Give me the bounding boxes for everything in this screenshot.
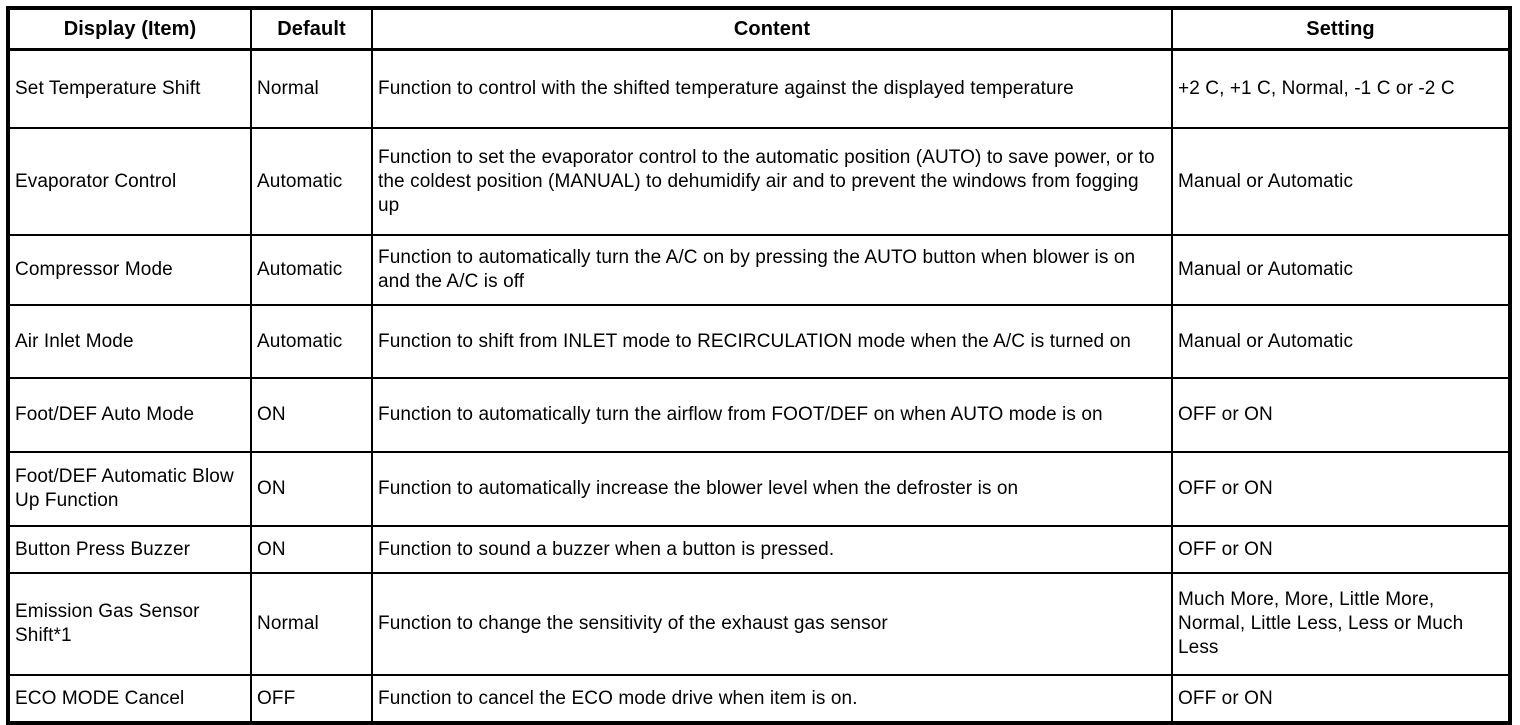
cell-setting: OFF or ON [1171, 377, 1511, 453]
cell-content: Function to control with the shifted tem… [371, 48, 1173, 129]
cell-setting: Much More, More, Little More, Normal, Li… [1171, 572, 1511, 676]
cell-display-item: Evaporator Control [7, 127, 252, 236]
cell-default: ON [250, 525, 373, 574]
cell-default: Automatic [250, 304, 373, 379]
column-header-content: Content [371, 7, 1173, 51]
settings-table: Display (Item) Default Content Setting S… [6, 6, 1512, 725]
cell-default: Automatic [250, 127, 373, 236]
cell-display-item: Foot/DEF Automatic Blow Up Function [7, 451, 252, 527]
cell-setting: OFF or ON [1171, 525, 1511, 574]
cell-display-item: Foot/DEF Auto Mode [7, 377, 252, 453]
cell-default: OFF [250, 674, 373, 724]
table-row: Air Inlet Mode Automatic Function to shi… [7, 304, 1511, 379]
cell-display-item: Set Temperature Shift [7, 48, 252, 129]
table-header-row: Display (Item) Default Content Setting [7, 7, 1511, 51]
table-row: Foot/DEF Automatic Blow Up Function ON F… [7, 451, 1511, 527]
cell-content: Function to set the evaporator control t… [371, 127, 1173, 236]
table-row: Emission Gas Sensor Shift*1 Normal Funct… [7, 572, 1511, 676]
cell-content: Function to cancel the ECO mode drive wh… [371, 674, 1173, 724]
column-header-setting: Setting [1171, 7, 1511, 51]
cell-display-item: Emission Gas Sensor Shift*1 [7, 572, 252, 676]
cell-display-item: Compressor Mode [7, 234, 252, 306]
table-row: Set Temperature Shift Normal Function to… [7, 48, 1511, 129]
cell-setting: OFF or ON [1171, 451, 1511, 527]
cell-default: Normal [250, 48, 373, 129]
table-body: Set Temperature Shift Normal Function to… [7, 48, 1511, 724]
cell-setting: OFF or ON [1171, 674, 1511, 724]
cell-content: Function to change the sensitivity of th… [371, 572, 1173, 676]
cell-setting: Manual or Automatic [1171, 127, 1511, 236]
table-row: ECO MODE Cancel OFF Function to cancel t… [7, 674, 1511, 724]
cell-content: Function to shift from INLET mode to REC… [371, 304, 1173, 379]
column-header-display-item: Display (Item) [7, 7, 252, 51]
cell-default: ON [250, 451, 373, 527]
manual-page: Display (Item) Default Content Setting S… [6, 6, 1512, 725]
table-row: Evaporator Control Automatic Function to… [7, 127, 1511, 236]
table-row: Compressor Mode Automatic Function to au… [7, 234, 1511, 306]
cell-content: Function to automatically turn the airfl… [371, 377, 1173, 453]
cell-display-item: ECO MODE Cancel [7, 674, 252, 724]
cell-default: Automatic [250, 234, 373, 306]
table-row: Button Press Buzzer ON Function to sound… [7, 525, 1511, 574]
cell-content: Function to sound a buzzer when a button… [371, 525, 1173, 574]
cell-content: Function to automatically increase the b… [371, 451, 1173, 527]
cell-default: Normal [250, 572, 373, 676]
cell-display-item: Button Press Buzzer [7, 525, 252, 574]
cell-setting: +2 C, +1 C, Normal, -1 C or -2 C [1171, 48, 1511, 129]
column-header-default: Default [250, 7, 373, 51]
table-row: Foot/DEF Auto Mode ON Function to automa… [7, 377, 1511, 453]
cell-default: ON [250, 377, 373, 453]
cell-setting: Manual or Automatic [1171, 304, 1511, 379]
cell-setting: Manual or Automatic [1171, 234, 1511, 306]
cell-display-item: Air Inlet Mode [7, 304, 252, 379]
cell-content: Function to automatically turn the A/C o… [371, 234, 1173, 306]
